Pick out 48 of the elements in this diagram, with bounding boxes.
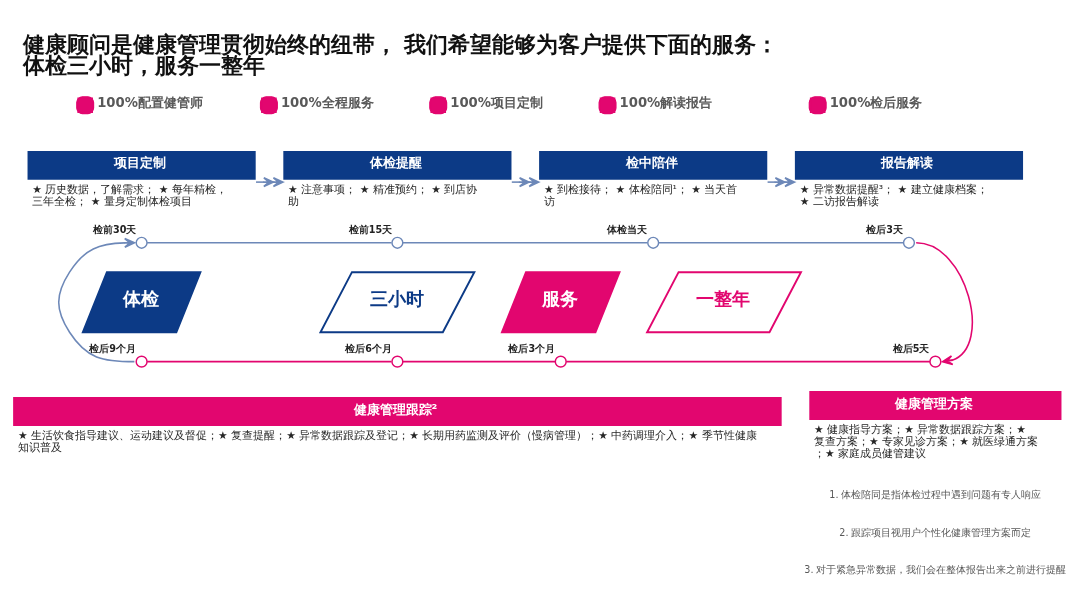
label: 100%项目定制 xyxy=(450,94,543,110)
node-circle xyxy=(647,236,660,249)
node-box: 检中陪伴 xyxy=(539,150,768,180)
connector xyxy=(565,360,931,362)
node-label: 检前30天 xyxy=(92,223,137,235)
node-circle xyxy=(135,236,148,249)
node-label: 体检当天 xyxy=(606,223,647,235)
connector xyxy=(146,360,393,362)
label: 2. 跟踪项目视用户个性化健康管理方案而定 xyxy=(839,526,1032,538)
node-label: 检后3天 xyxy=(866,223,904,235)
node-circle xyxy=(135,355,148,368)
diagram-title: 健康顾问是健康管理贯彻始终的纽带， 我们希望能够为客户提供下面的服务：体检三小时，服务一整年 xyxy=(22,31,779,78)
node-label: ★ 到检接待； ★ 体检陪同¹； ★ 当天首访 xyxy=(543,182,738,208)
node-circle xyxy=(929,355,942,368)
node-box: 健康管理跟踪² xyxy=(13,396,782,426)
node-box: 体检提醒 xyxy=(283,150,512,180)
node-circle xyxy=(554,355,567,368)
node-box: 健康管理方案 xyxy=(809,390,1062,420)
label: 100%检后服务 xyxy=(829,94,923,110)
arrow xyxy=(57,237,136,362)
arrow xyxy=(915,241,974,365)
label: 3. 对于紧急异常数据，我们会在整体报告出来之前进行提醒 xyxy=(804,563,1067,575)
node-label: 检后6个月 xyxy=(345,342,392,354)
connector xyxy=(402,360,556,362)
node-box: 项目定制 xyxy=(27,150,256,180)
arrow xyxy=(511,176,540,187)
connector xyxy=(146,241,393,244)
node-label: ★ 异常数据提醒³； ★ 建立健康档案； ★ 二访报告解读 xyxy=(799,182,988,208)
node-label: ★ 历史数据，了解需求； ★ 每年精检，三年全检； ★ 量身定制体检项目 xyxy=(32,182,227,208)
connector xyxy=(657,241,904,244)
node-box: 报告解读 xyxy=(794,150,1024,180)
label: 100%全程服务 xyxy=(280,94,374,110)
node-label: ★ 注意事项； ★ 精准预约； ★ 到店协助 xyxy=(288,182,478,208)
label: 100%解读报告 xyxy=(619,94,713,110)
node-label: ★ 健康指导方案；★ 异常数据跟踪方案；★ 复查方案；★ 专家见诊方案；★ 就医绿通方案；★ 家庭成员健管建议 xyxy=(814,422,1039,460)
node-label: 检后9个月 xyxy=(89,342,137,354)
arrow xyxy=(255,176,284,187)
node-label: 检前15天 xyxy=(348,223,393,235)
arrow xyxy=(766,176,796,187)
node-label: 检后5天 xyxy=(892,342,930,354)
node-circle xyxy=(391,236,404,249)
node-label: ★ 生活饮食指导建议、运动建议及督促；★ 复查提醒；★ 异常数据跟踪及登记；★ 长期用药监测及评价（慢病管理）；★ 中药调理介入；★ 季节性健康知识普及 xyxy=(17,428,757,454)
node-circle xyxy=(902,236,916,249)
node-circle xyxy=(391,355,404,368)
label: 100%配置健管师 xyxy=(97,94,203,110)
label: 1. 体检陪同是指体检过程中遇到问题有专人响应 xyxy=(829,488,1042,500)
connector xyxy=(402,241,649,244)
node-label: 检后3个月 xyxy=(508,342,556,354)
